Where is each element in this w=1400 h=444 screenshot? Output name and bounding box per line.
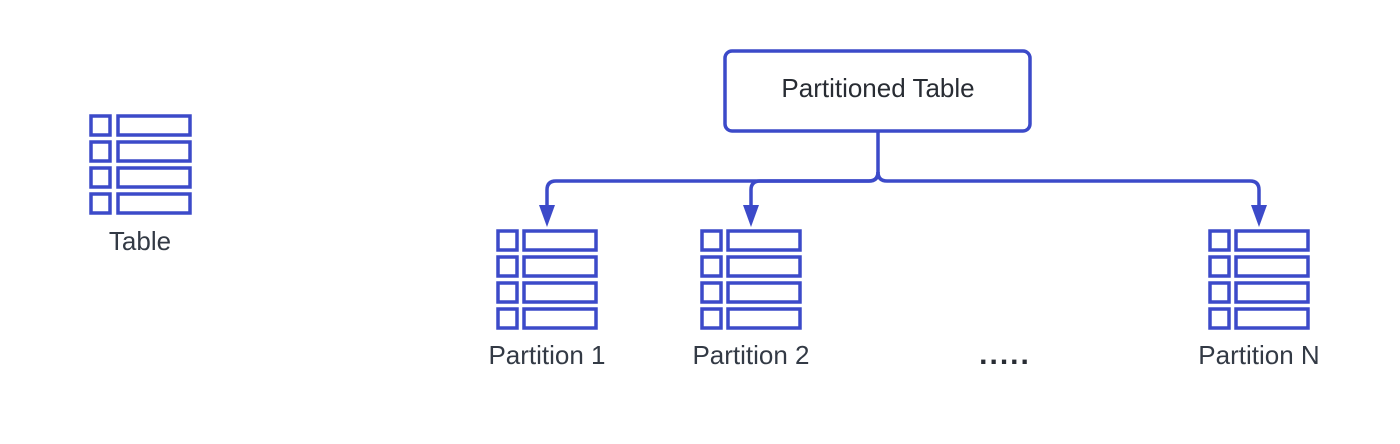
partition-1-label: Partition 1 xyxy=(488,340,605,370)
connector-partition-1 xyxy=(545,131,880,210)
ellipsis: ..... xyxy=(979,338,1031,371)
partition-n-table-icon xyxy=(1208,229,1310,330)
partition-n-label: Partition N xyxy=(1198,340,1319,370)
partition-1-table-icon xyxy=(496,229,598,330)
arrowheads xyxy=(539,205,1267,227)
connector-lines xyxy=(545,131,1261,210)
arrowhead-partition-n xyxy=(1251,205,1267,227)
partition-2-table-icon xyxy=(700,229,802,330)
arrowhead-partition-1 xyxy=(539,205,555,227)
root-node-label: Partitioned Table xyxy=(781,73,974,103)
standalone-table-label: Table xyxy=(109,226,171,256)
standalone-table-icon xyxy=(89,114,192,215)
connector-partition-n xyxy=(876,171,1261,210)
connector-partition-2 xyxy=(749,171,880,210)
arrowhead-partition-2 xyxy=(743,205,759,227)
partition-2-label: Partition 2 xyxy=(692,340,809,370)
